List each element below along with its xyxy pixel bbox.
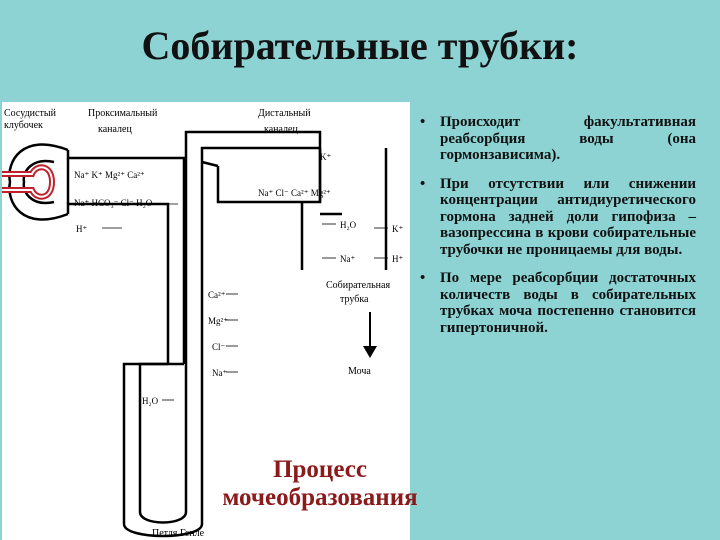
bullet-item: • При отсутствии или снижении концентрац… — [420, 176, 696, 259]
loop-label: Петля Генле — [152, 528, 205, 539]
ion-label: H₂O — [340, 220, 357, 230]
bullet-marker: • — [420, 175, 426, 192]
bullet-text: При отсутствии или снижении концентрации… — [440, 175, 696, 258]
distal-label: Дистальный — [258, 108, 311, 119]
process-caption: Процесс мочеобразования — [190, 456, 450, 512]
glomerulus-icon — [2, 143, 69, 221]
ion-label: K⁺ — [392, 224, 403, 234]
glomerulus-label-2: клубочек — [4, 120, 43, 131]
nephron-svg: Сосудистый клубочек Проксимальный канале… — [2, 108, 403, 539]
bullet-text: Происходит факультативная реабсорбция во… — [440, 114, 696, 163]
collecting-duct — [300, 148, 388, 270]
distal-label-2: каналец — [264, 124, 298, 135]
ion-label: H₂O — [142, 396, 159, 406]
collecting-label: Собирательная — [326, 280, 390, 291]
loop-of-henle — [122, 162, 204, 538]
ion-label: Mg²⁺ — [208, 316, 228, 326]
glomerulus-label: Сосудистый — [4, 108, 57, 119]
ion-label: Na⁺ Cl⁻ Ca²⁺ Mg²⁺ — [258, 188, 331, 198]
ion-label: Na⁺ HCO₃⁻ Cl⁻ H₂O — [74, 198, 153, 208]
process-caption-line2: мочеобразования — [222, 484, 418, 511]
bullet-marker: • — [420, 114, 426, 130]
proximal-tubule — [66, 150, 186, 364]
distal-tubule — [184, 130, 322, 204]
ion-label: H⁺ — [392, 254, 403, 264]
ion-label: Na⁺ — [340, 254, 355, 264]
bullet-item: • По мере реабсорбции достаточных количе… — [420, 270, 696, 336]
ion-label: Cl⁻ — [212, 342, 226, 352]
ion-label: Ca²⁺ — [208, 290, 226, 300]
ion-label: Na⁺ K⁺ Mg²⁺ Ca²⁺ — [74, 170, 145, 180]
urine-arrow — [363, 312, 377, 358]
collecting-label-2: трубка — [340, 294, 369, 305]
proximal-label: Проксимальный — [88, 108, 158, 119]
bullet-text: По мере реабсорбции достаточных количест… — [440, 270, 696, 336]
bullet-list: • Происходит факультативная реабсорбция … — [420, 114, 696, 348]
transport-arrows — [102, 203, 388, 401]
process-caption-line1: Процесс — [273, 456, 367, 483]
nephron-diagram: Сосудистый клубочек Проксимальный канале… — [2, 102, 410, 540]
urine-label: Моча — [348, 366, 371, 377]
ion-label: Na⁺ — [212, 368, 227, 378]
bullet-marker: • — [420, 270, 426, 286]
proximal-label-2: каналец — [98, 124, 132, 135]
ion-label: K⁺ — [320, 152, 331, 162]
bullet-item: • Происходит факультативная реабсорбция … — [420, 114, 696, 164]
ion-label: H⁺ — [76, 224, 87, 234]
slide-title: Собирательные трубки: — [141, 23, 579, 68]
